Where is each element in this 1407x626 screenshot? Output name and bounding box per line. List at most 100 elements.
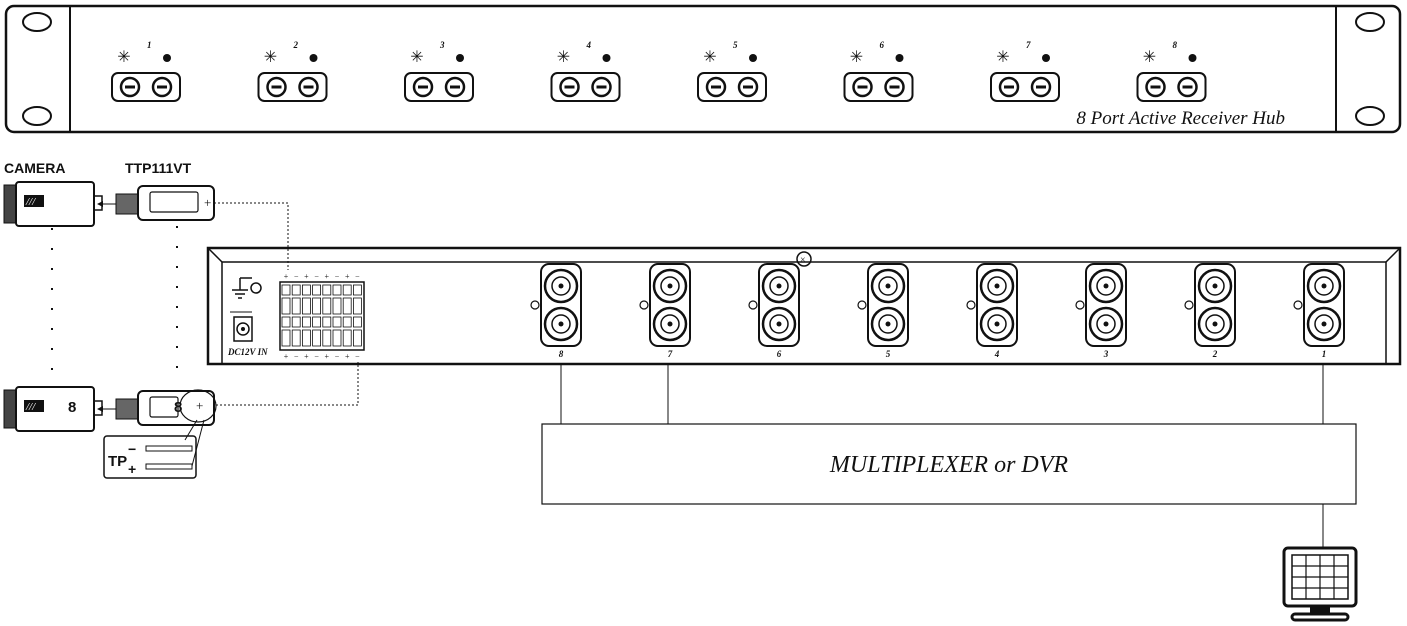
bnc-label: 5 <box>886 349 891 359</box>
bnc-pair-5: 5 <box>857 263 909 359</box>
dot-icon <box>749 54 757 62</box>
sun-icon: ✳ <box>117 49 130 66</box>
bnc-label: 4 <box>994 349 1000 359</box>
bnc-pair-2: 2 <box>1184 263 1236 359</box>
terminal-slot <box>352 329 362 347</box>
rack-slot-bottom-right <box>1355 106 1385 126</box>
dc-power-jack <box>230 311 253 342</box>
svg-text:+: + <box>204 195 211 210</box>
sun-icon: ✳ <box>264 49 277 66</box>
dot-icon <box>163 54 171 62</box>
sun-icon: ✳ <box>850 49 863 66</box>
bnc-screw <box>857 300 867 310</box>
svg-text:///: /// <box>25 401 36 413</box>
sun-icon: ✳ <box>1143 49 1156 66</box>
bnc-pin <box>994 283 1000 289</box>
dot-icon <box>895 54 904 62</box>
terminal-slot <box>312 297 322 315</box>
front-port-5: ✳5 <box>697 40 767 102</box>
tp-label: TP <box>108 453 127 470</box>
terminal-screw <box>291 316 301 328</box>
bnc-pin <box>1212 283 1218 289</box>
dc-power-label: DC12V IN <box>227 347 268 357</box>
terminal-polarity: − <box>314 352 319 361</box>
rack-slot-bottom-left <box>22 106 52 126</box>
terminal-polarity: − <box>335 272 340 281</box>
bnc-label: 6 <box>777 349 782 359</box>
bnc-pin <box>667 283 673 289</box>
front-port-number: 2 <box>293 40 299 50</box>
front-port-number: 6 <box>880 40 885 50</box>
terminal-slot <box>342 297 352 315</box>
terminal-slot <box>301 329 311 347</box>
camera-label: CAMERA <box>4 160 65 176</box>
terminal-slot <box>281 329 291 347</box>
tp-plus: + <box>128 461 136 477</box>
terminal-slot <box>352 297 362 315</box>
ground-icon <box>232 277 262 299</box>
dot-icon <box>456 54 464 62</box>
terminal-slot <box>291 329 301 347</box>
terminal-slot <box>301 297 311 315</box>
bnc-pin <box>1321 321 1327 327</box>
bnc-pin <box>1103 321 1109 327</box>
bnc-pair-4: 4 <box>966 263 1018 359</box>
terminal-polarity: − <box>294 352 299 361</box>
bnc-screw <box>748 300 758 310</box>
terminal-slot <box>332 329 342 347</box>
rack-slot-top-right <box>1355 12 1385 32</box>
rack-slot-top-left <box>22 12 52 32</box>
terminal-polarity: − <box>335 352 340 361</box>
bnc-pin <box>558 321 564 327</box>
bnc-pair-3: 3 <box>1075 263 1127 359</box>
terminal-polarity: + <box>304 272 309 281</box>
dot-icon <box>1188 54 1197 62</box>
terminal-block: ++−−++−−++−−++−− <box>279 272 365 361</box>
bnc-screw <box>966 300 976 310</box>
terminal-screw <box>342 316 352 328</box>
terminal-polarity: + <box>304 352 309 361</box>
transceiver-8: 8 + <box>115 389 217 426</box>
front-port-3: ✳3 <box>404 40 474 102</box>
dot-icon <box>309 54 318 62</box>
camera-number: 8 <box>68 399 76 416</box>
bnc-screw <box>1075 300 1085 310</box>
transceiver-label: TTP111VT <box>125 160 192 176</box>
bnc-screw <box>1293 300 1303 310</box>
front-port-8: ✳8 <box>1136 40 1207 102</box>
dot-icon <box>602 54 611 62</box>
panel-screw <box>796 251 812 267</box>
terminal-polarity: + <box>284 352 289 361</box>
bnc-pair-1: 1 <box>1293 263 1345 359</box>
bnc-pin <box>885 321 891 327</box>
terminal-screw <box>332 284 342 296</box>
bnc-label: 1 <box>1322 349 1327 359</box>
bnc-label: 3 <box>1103 349 1109 359</box>
sun-icon: ✳ <box>410 49 423 66</box>
svg-text:×: × <box>800 255 806 266</box>
bnc-pair-6: 6 <box>748 263 800 359</box>
terminal-screw <box>281 316 291 328</box>
bnc-pin <box>776 283 782 289</box>
front-port-number: 5 <box>733 40 738 50</box>
terminal-screw <box>322 316 332 328</box>
front-port-number: 3 <box>439 40 445 50</box>
bnc-pair-8: 8 <box>530 263 582 359</box>
bnc-pin <box>885 283 891 289</box>
camera-8: /// 8 <box>3 386 103 432</box>
sun-icon: ✳ <box>996 49 1009 66</box>
terminal-polarity: − <box>294 272 299 281</box>
sun-icon: ✳ <box>557 49 570 66</box>
bnc-label: 7 <box>668 349 673 359</box>
terminal-screw <box>352 284 362 296</box>
terminal-polarity: + <box>325 352 330 361</box>
terminal-slot <box>312 329 322 347</box>
terminal-screw <box>301 284 311 296</box>
bnc-pin <box>667 321 673 327</box>
tp-minus: − <box>128 441 136 457</box>
transceiver-number: 8 <box>174 399 182 416</box>
terminal-polarity: + <box>345 272 350 281</box>
multiplexer-label: MULTIPLEXER or DVR <box>829 452 1069 478</box>
